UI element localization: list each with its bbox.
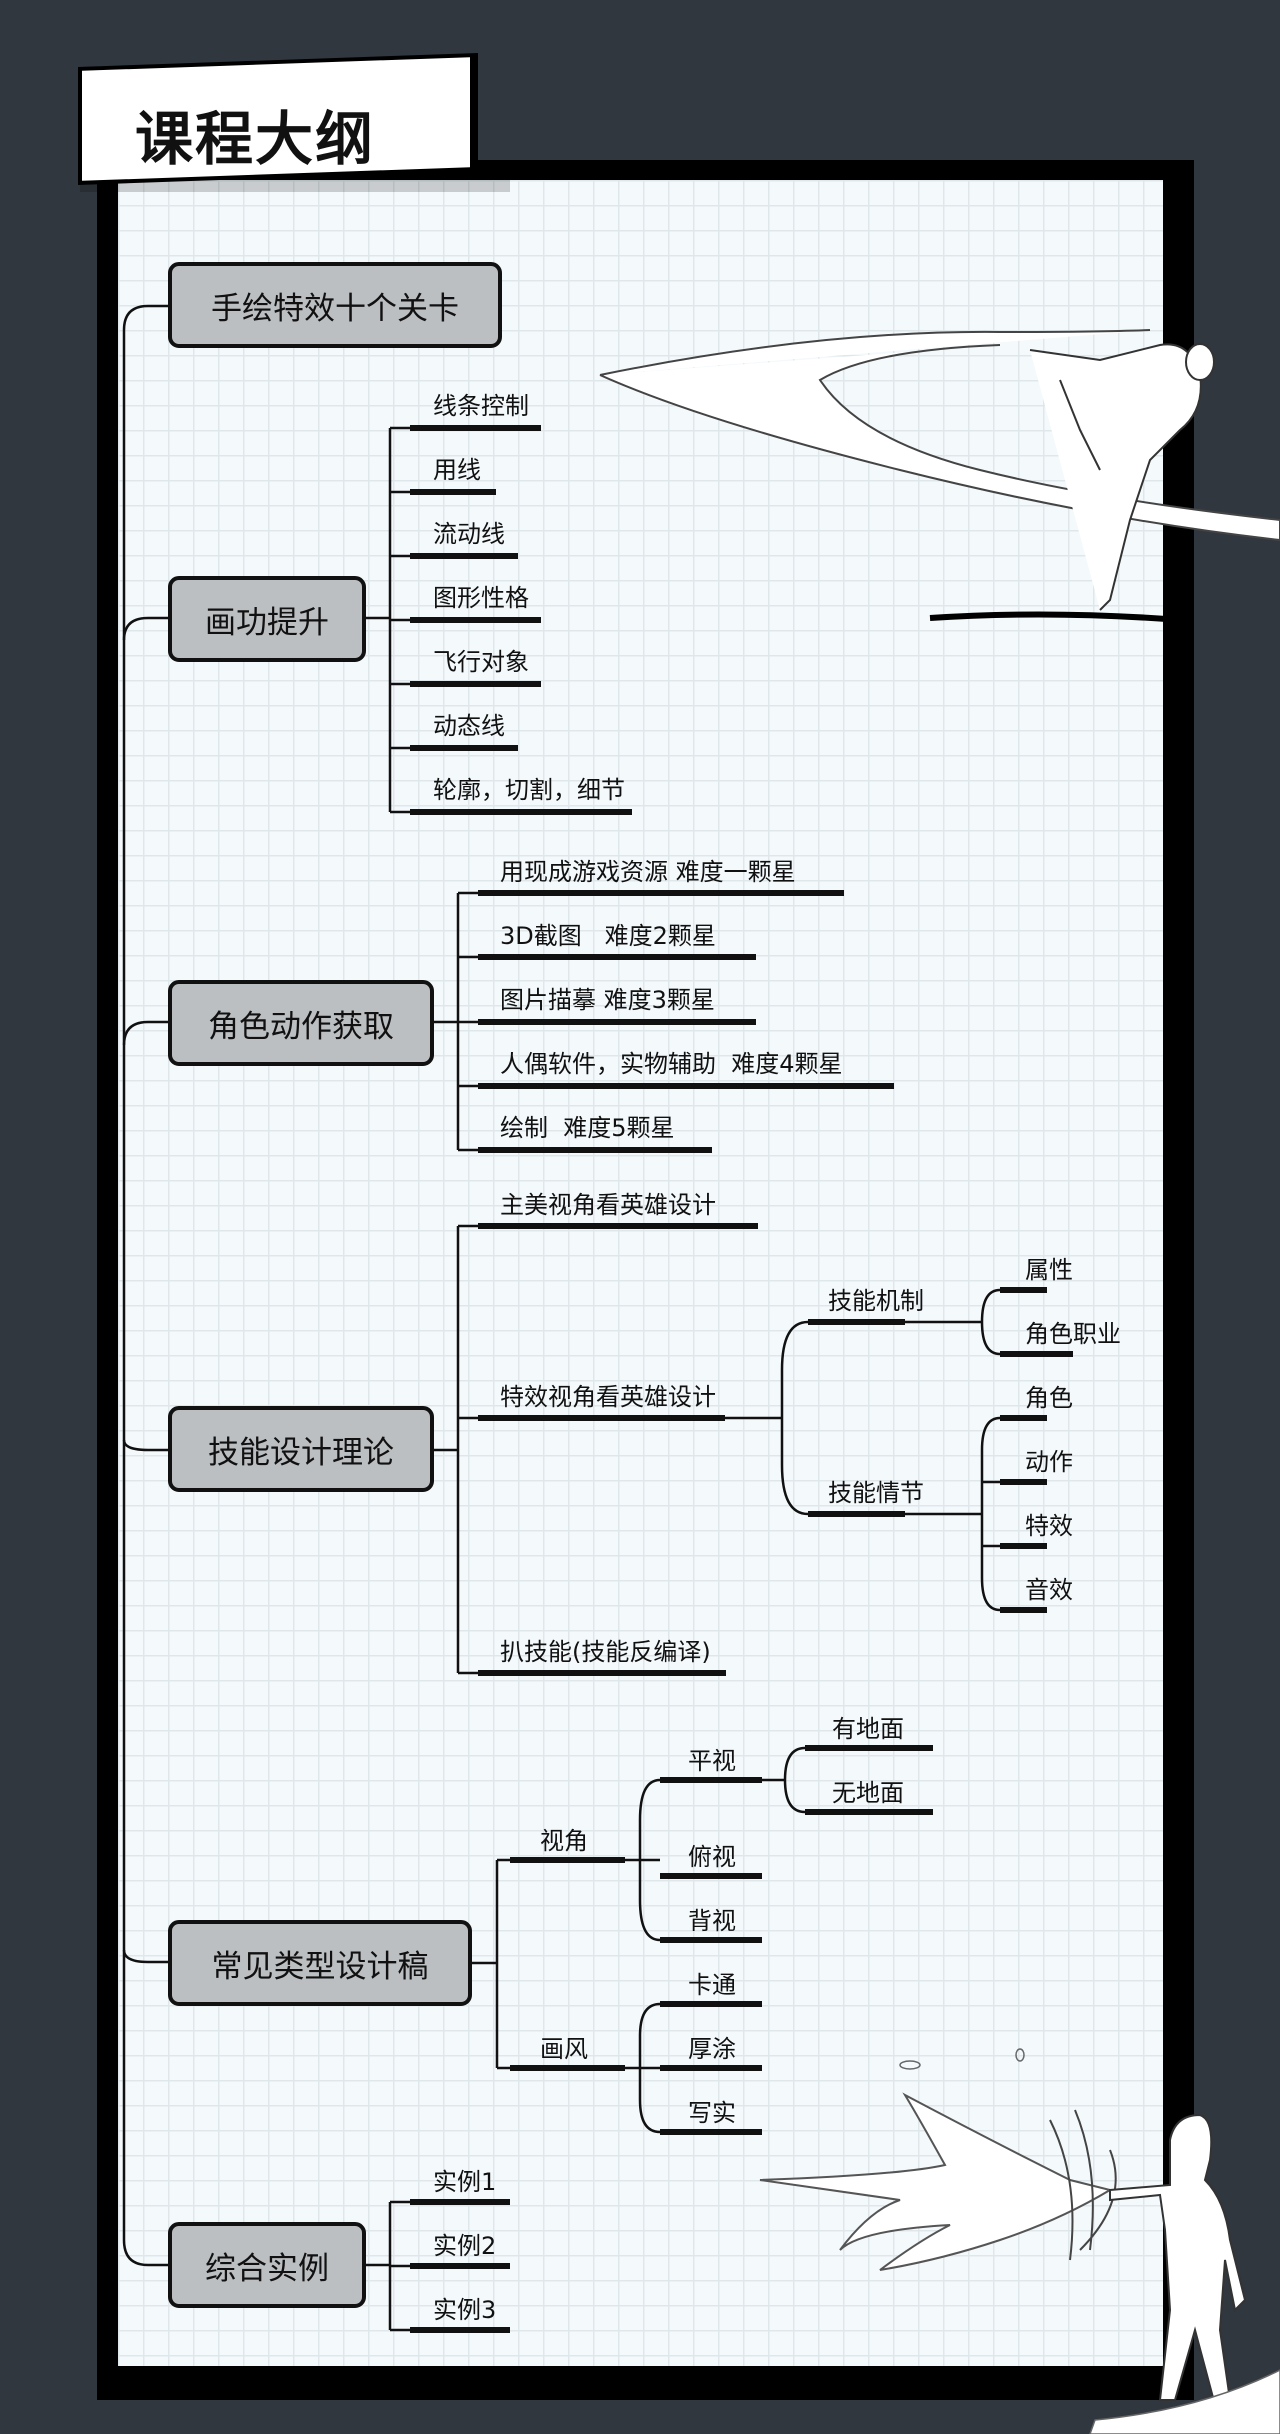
subtopic-item[interactable]: 画风 bbox=[540, 2035, 588, 2063]
topic-underline bbox=[410, 2199, 510, 2205]
topic-underline bbox=[805, 1745, 933, 1751]
topic-underline bbox=[478, 954, 756, 960]
topic-item[interactable]: 用线 bbox=[433, 456, 481, 484]
topic-underline bbox=[805, 1809, 933, 1815]
topic-underline bbox=[478, 1223, 758, 1229]
detail-item[interactable]: 写实 bbox=[688, 2099, 736, 2127]
detail-item[interactable]: 动作 bbox=[1025, 1448, 1073, 1476]
topic-underline bbox=[510, 2065, 625, 2071]
topic-underline bbox=[478, 1147, 712, 1153]
topic-item[interactable]: 人偶软件，实物辅助 难度4颗星 bbox=[500, 1050, 843, 1078]
topic-item[interactable]: 主美视角看英雄设计 bbox=[500, 1191, 716, 1219]
section-node[interactable]: 常见类型设计稿 bbox=[168, 1920, 472, 2006]
section-node[interactable]: 手绘特效十个关卡 bbox=[168, 262, 502, 348]
topic-item[interactable]: 用现成游戏资源 难度一颗星 bbox=[500, 858, 796, 886]
topic-item[interactable]: 特效视角看英雄设计 bbox=[500, 1383, 716, 1411]
topic-underline bbox=[478, 890, 844, 896]
topic-underline bbox=[410, 489, 496, 495]
topic-underline bbox=[808, 1319, 905, 1325]
subtopic-item[interactable]: 技能情节 bbox=[828, 1479, 924, 1507]
topic-item[interactable]: 轮廓，切割，细节 bbox=[433, 776, 625, 804]
topic-underline bbox=[1000, 1543, 1047, 1549]
detail-item[interactable]: 背视 bbox=[688, 1907, 736, 1935]
detail-item[interactable]: 属性 bbox=[1025, 1256, 1073, 1284]
topic-underline bbox=[410, 2327, 510, 2333]
topic-item[interactable]: 动态线 bbox=[433, 712, 505, 740]
topic-item[interactable]: 绘制 难度5颗星 bbox=[500, 1114, 675, 1142]
page-title: 课程大纲 bbox=[135, 105, 376, 173]
topic-item[interactable]: 线条控制 bbox=[433, 392, 529, 420]
subtopic-item[interactable]: 视角 bbox=[540, 1827, 588, 1855]
topic-underline bbox=[1000, 1415, 1047, 1421]
grid-paper bbox=[118, 180, 1163, 2366]
section-node[interactable]: 角色动作获取 bbox=[168, 980, 434, 1066]
detail-item[interactable]: 特效 bbox=[1025, 1512, 1073, 1540]
detail-item[interactable]: 平视 bbox=[688, 1747, 736, 1775]
topic-underline bbox=[660, 1873, 762, 1879]
topic-item[interactable]: 飞行对象 bbox=[433, 648, 529, 676]
topic-underline bbox=[660, 2129, 762, 2135]
detail-item[interactable]: 俯视 bbox=[688, 1843, 736, 1871]
detail-item[interactable]: 角色职业 bbox=[1025, 1320, 1121, 1348]
topic-underline bbox=[410, 681, 541, 687]
topic-item[interactable]: 实例3 bbox=[433, 2296, 497, 2324]
detail-item[interactable]: 音效 bbox=[1025, 1576, 1073, 1604]
topic-item[interactable]: 图片描摹 难度3颗星 bbox=[500, 986, 715, 1014]
topic-underline bbox=[808, 1511, 905, 1517]
topic-item[interactable]: 图形性格 bbox=[433, 584, 529, 612]
topic-underline bbox=[478, 1670, 726, 1676]
topic-underline bbox=[660, 1937, 762, 1943]
topic-underline bbox=[478, 1019, 756, 1025]
topic-underline bbox=[660, 1777, 762, 1783]
topic-underline bbox=[1000, 1287, 1047, 1293]
topic-underline bbox=[660, 2001, 762, 2007]
detail-item[interactable]: 无地面 bbox=[832, 1779, 904, 1807]
topic-underline bbox=[478, 1083, 894, 1089]
topic-item[interactable]: 实例1 bbox=[433, 2168, 497, 2196]
subtopic-item[interactable]: 技能机制 bbox=[828, 1287, 924, 1315]
topic-item[interactable]: 流动线 bbox=[433, 520, 505, 548]
topic-underline bbox=[1000, 1607, 1047, 1613]
topic-underline bbox=[660, 2065, 762, 2071]
topic-underline bbox=[1000, 1479, 1047, 1485]
topic-underline bbox=[510, 1857, 625, 1863]
section-node[interactable]: 综合实例 bbox=[168, 2222, 366, 2308]
topic-underline bbox=[410, 2263, 510, 2269]
detail-item[interactable]: 卡通 bbox=[688, 1971, 736, 1999]
detail-item[interactable]: 角色 bbox=[1025, 1384, 1073, 1412]
section-node[interactable]: 技能设计理论 bbox=[168, 1406, 434, 1492]
topic-underline bbox=[410, 553, 518, 559]
topic-item[interactable]: 3D截图 难度2颗星 bbox=[500, 922, 716, 950]
topic-underline bbox=[478, 1415, 725, 1421]
topic-underline bbox=[410, 745, 518, 751]
topic-underline bbox=[1000, 1351, 1073, 1357]
topic-underline bbox=[410, 425, 541, 431]
topic-underline bbox=[410, 809, 632, 815]
detail-item[interactable]: 厚涂 bbox=[688, 2035, 736, 2063]
section-node[interactable]: 画功提升 bbox=[168, 576, 366, 662]
topic-item[interactable]: 扒技能(技能反编译) bbox=[500, 1638, 711, 1666]
topic-underline bbox=[410, 617, 541, 623]
detail-item[interactable]: 有地面 bbox=[832, 1715, 904, 1743]
topic-item[interactable]: 实例2 bbox=[433, 2232, 497, 2260]
